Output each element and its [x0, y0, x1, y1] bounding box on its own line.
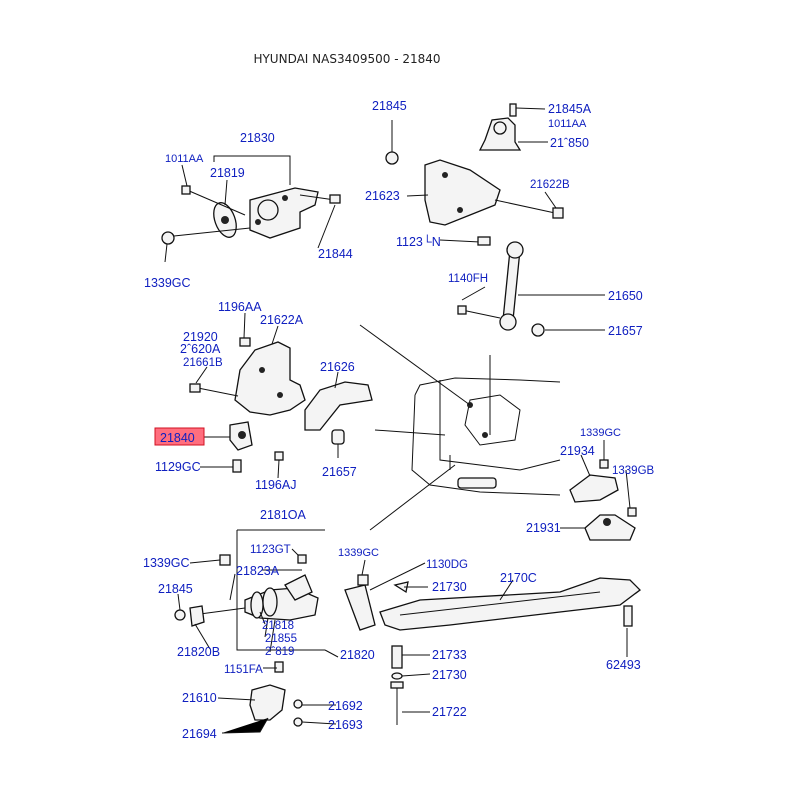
label-1011AA-left[interactable]: 1011AA: [165, 153, 204, 165]
label-1011AA-right[interactable]: 1011AA: [548, 118, 587, 130]
label-21820[interactable]: 21820: [340, 648, 375, 662]
label-1339GB[interactable]: 1339GB: [612, 465, 655, 477]
label-21830[interactable]: 21830: [240, 131, 275, 145]
label-21733[interactable]: 21733: [432, 648, 467, 662]
label-21722[interactable]: 21722: [432, 705, 467, 719]
label-21845-top[interactable]: 21845: [372, 99, 407, 113]
label-21810A[interactable]: 2181OA: [260, 508, 307, 522]
label-21692[interactable]: 21692: [328, 699, 363, 713]
label-1130DG[interactable]: 1130DG: [426, 559, 468, 571]
label-1129GC[interactable]: 1129GC: [155, 460, 201, 474]
mount-assembly-21810A: [174, 529, 325, 651]
label-21845-bottom[interactable]: 21845: [158, 582, 193, 596]
label-21855[interactable]: 21855: [265, 633, 297, 645]
label-21850[interactable]: 21ˆ850: [550, 136, 589, 150]
label-1339GC-left[interactable]: 1339GC: [143, 556, 190, 570]
label-1123N[interactable]: 1123└N: [396, 234, 441, 249]
label-21657-bottom[interactable]: 21657: [322, 465, 357, 479]
label-1151FA[interactable]: 1151FA: [224, 664, 263, 676]
label-21620A[interactable]: 2ˆ620A: [180, 342, 221, 356]
part-labels: 21845 21845A 1011AA 21ˆ850 21830 1011AA …: [143, 99, 655, 741]
label-21693[interactable]: 21693: [328, 718, 363, 732]
bracket-21610: [249, 661, 303, 727]
label-21844[interactable]: 21844: [318, 247, 353, 261]
label-21622A[interactable]: 21622A: [260, 313, 304, 327]
label-21820B[interactable]: 21820B: [177, 645, 220, 659]
label-62493[interactable]: 62493: [606, 658, 641, 672]
label-1123GT[interactable]: 1123GT: [250, 544, 291, 556]
pointer-arrows: [359, 324, 491, 531]
mount-assembly-21850: [385, 103, 522, 165]
label-21934[interactable]: 21934: [560, 444, 595, 458]
label-21730-bottom[interactable]: 21730: [432, 668, 467, 682]
label-21818[interactable]: 21818: [262, 620, 294, 632]
bracket-21623: [424, 159, 564, 226]
label-21700[interactable]: 2170C: [500, 571, 537, 585]
label-21626[interactable]: 21626: [320, 360, 355, 374]
label-21730-top[interactable]: 21730: [432, 580, 467, 594]
engine-outline: [411, 377, 561, 496]
leader-lines: [164, 107, 631, 734]
label-21920[interactable]: 21920: [183, 330, 218, 344]
label-21623[interactable]: 21623: [365, 189, 400, 203]
label-1140FH[interactable]: 1140FH: [448, 273, 488, 285]
mount-assembly-21931: [569, 459, 637, 541]
label-21845A[interactable]: 21845A: [548, 102, 592, 116]
label-21650[interactable]: 21650: [608, 289, 643, 303]
label-1339GC-right[interactable]: 1339GC: [580, 427, 621, 439]
label-1339GC-top[interactable]: 1339GC: [144, 276, 191, 290]
label-21657-right[interactable]: 21657: [608, 324, 643, 338]
label-21610[interactable]: 21610: [182, 691, 217, 705]
crossmember-21700: [344, 574, 641, 725]
label-21823A[interactable]: 21823A: [236, 564, 280, 578]
mount-assembly-21830: [161, 155, 341, 245]
rod-21650: [439, 236, 545, 337]
highlight-21840: [154, 427, 205, 446]
label-21661B[interactable]: 21661B: [183, 357, 223, 369]
label-21931[interactable]: 21931: [526, 521, 561, 535]
label-21622B[interactable]: 21622B: [530, 179, 570, 191]
label-21819-bottom[interactable]: 2ˆ819: [265, 646, 294, 658]
label-1196AA[interactable]: 1196AA: [218, 300, 262, 314]
label-21840[interactable]: 21840: [160, 431, 195, 445]
label-21694[interactable]: 21694: [182, 727, 217, 741]
label-1339GC-mid[interactable]: 1339GC: [338, 547, 379, 559]
label-1196AJ[interactable]: 1196AJ: [255, 478, 296, 492]
page-title: HYUNDAI NAS3409500 - 21840: [253, 52, 441, 66]
label-21819[interactable]: 21819: [210, 166, 245, 180]
